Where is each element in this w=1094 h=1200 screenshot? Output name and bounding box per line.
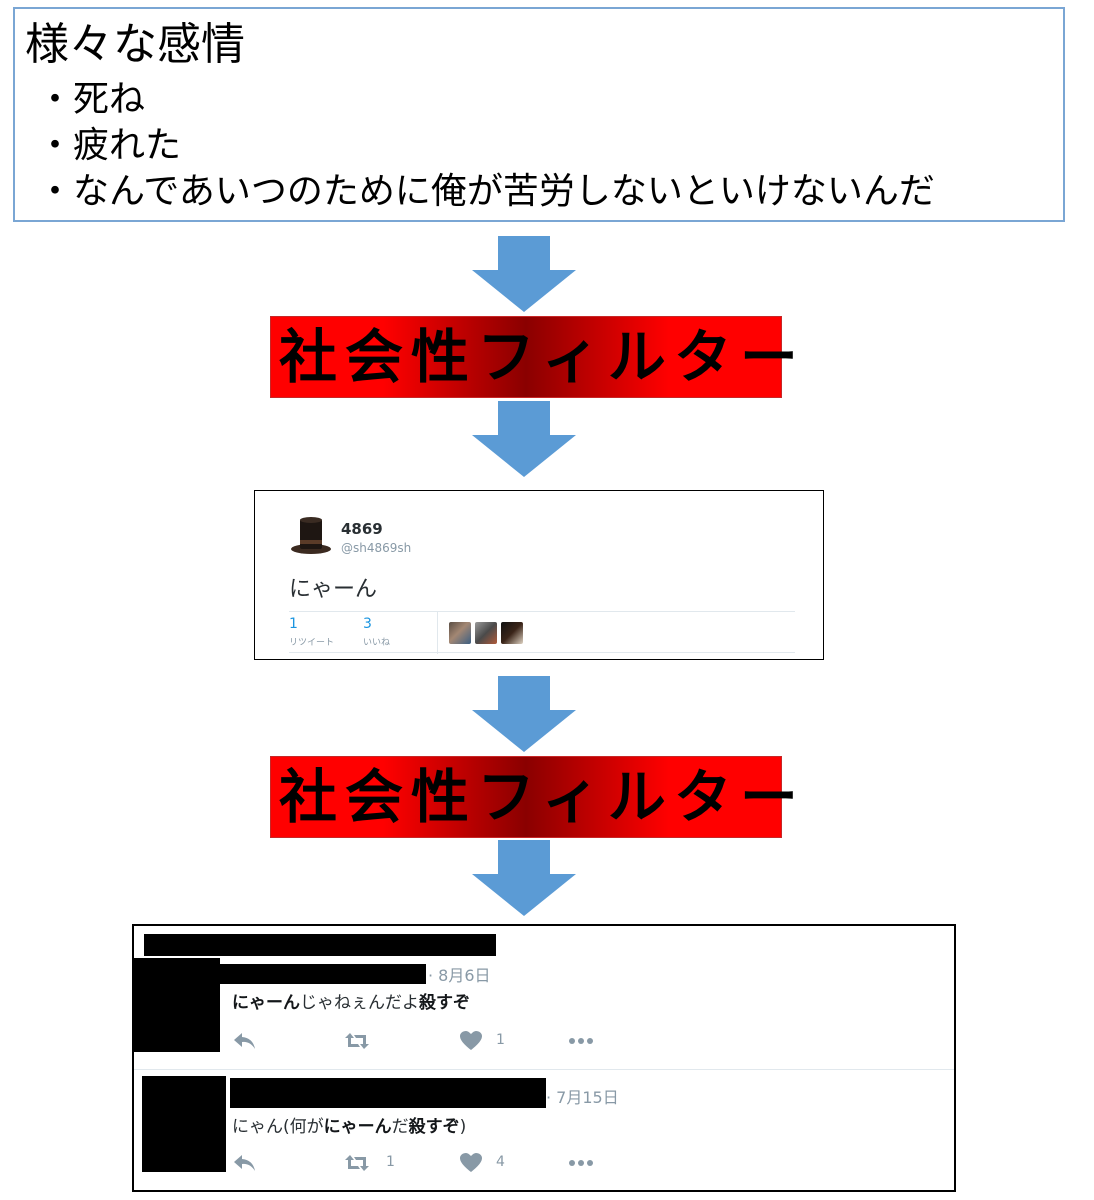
reply-text-bold: にゃーん <box>323 1117 392 1137</box>
reply-date[interactable]: · 7月15日 <box>546 1088 619 1107</box>
retweet-label: リツイート <box>289 638 335 648</box>
social-filter-label: 社会性フィルター <box>279 323 806 391</box>
reply-text-bold: 殺すぞ <box>408 1117 460 1137</box>
liker-avatar[interactable] <box>475 622 497 644</box>
tweet-text: にゃーん <box>289 577 378 602</box>
more-icon[interactable] <box>568 1030 594 1052</box>
reply-separator <box>134 1069 954 1070</box>
retweet-icon[interactable] <box>344 1152 370 1174</box>
reply-text-segment: ) <box>459 1117 467 1137</box>
top-hat-avatar[interactable] <box>289 513 333 557</box>
liker-avatar[interactable] <box>501 622 523 644</box>
tweet-card: 4869 @sh4869sh にゃーん 1 リツイート 3 いいね <box>254 490 824 660</box>
heart-icon[interactable] <box>458 1152 484 1174</box>
tweet-author-handle[interactable]: @sh4869sh <box>341 541 412 555</box>
like-count[interactable]: 1 <box>496 1032 505 1048</box>
reply-icon[interactable] <box>232 1030 258 1052</box>
down-arrow-icon <box>472 401 576 477</box>
tweet-author-name[interactable]: 4869 <box>341 520 383 538</box>
retweet-icon[interactable] <box>344 1030 370 1052</box>
reply-text-segment: じゃねぇんだよ <box>300 993 419 1013</box>
stats-divider <box>437 612 438 654</box>
reply-text-bold: にゃーん <box>232 993 300 1013</box>
down-arrow-icon <box>472 840 576 916</box>
redacted-avatar <box>134 958 220 1052</box>
emotion-item: ・疲れた <box>37 125 182 166</box>
more-icon[interactable] <box>568 1152 594 1174</box>
down-arrow-icon <box>472 676 576 752</box>
reply-date[interactable]: · 8月6日 <box>428 966 491 985</box>
tweet-stats: 1 リツイート 3 いいね <box>289 611 795 654</box>
replies-panel: · 8月6日 にゃーんじゃねぇんだよ殺すぞ 1 · 7月15日 にゃん(何がにゃ… <box>132 924 956 1192</box>
redacted-username <box>230 1078 546 1108</box>
reply-text: にゃん(何がにゃーんだ殺すぞ) <box>232 1112 466 1137</box>
redacted-username <box>220 964 426 984</box>
retweet-count[interactable]: 1 <box>386 1154 395 1170</box>
redacted-header <box>144 934 496 956</box>
emotion-item: ・なんであいつのために俺が苦労しないといけないんだ <box>37 171 935 212</box>
social-filter-label: 社会性フィルター <box>279 763 806 831</box>
reply-icon[interactable] <box>232 1152 258 1174</box>
like-count[interactable]: 3 <box>363 616 372 632</box>
down-arrow-icon <box>472 236 576 312</box>
reply-text-segment: だ <box>391 1117 409 1137</box>
redacted-avatar <box>142 1076 226 1172</box>
like-count[interactable]: 4 <box>496 1154 505 1170</box>
reply-text-bold: 殺すぞ <box>419 993 470 1013</box>
social-filter-banner: 社会性フィルター <box>270 756 798 838</box>
emotions-title: 様々な感情 <box>25 19 245 70</box>
reply-text-segment: にゃん(何が <box>232 1117 324 1137</box>
liker-avatar[interactable] <box>449 622 471 644</box>
like-label: いいね <box>363 638 391 648</box>
social-filter-banner: 社会性フィルター <box>270 316 798 398</box>
emotions-box: 様々な感情 ・死ね ・疲れた ・なんであいつのために俺が苦労しないといけないんだ <box>13 7 1065 222</box>
heart-icon[interactable] <box>458 1030 484 1052</box>
emotion-item: ・死ね <box>37 79 146 120</box>
reply-text: にゃーんじゃねぇんだよ殺すぞ <box>232 988 470 1013</box>
retweet-count[interactable]: 1 <box>289 616 298 632</box>
